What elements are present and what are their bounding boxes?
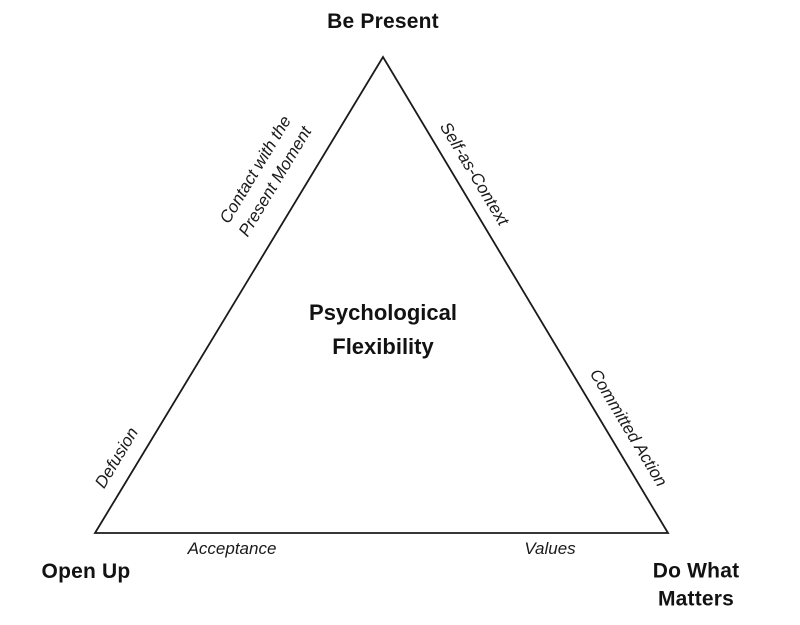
edge-label-acceptance: Acceptance <box>187 539 277 558</box>
center-label-line2: Flexibility <box>332 334 434 359</box>
edge-label-values: Values <box>524 539 576 558</box>
center-label-psychological-flexibility: Psychological Flexibility <box>309 296 457 364</box>
center-label-line1: Psychological <box>309 299 457 325</box>
vertex-label-open-up: Open Up <box>41 560 131 583</box>
vertex-label-be-present: Be Present <box>327 10 439 33</box>
triangle-edge-lines <box>93 55 670 534</box>
vertex-label-do-what-matters: Do What Matters <box>653 558 740 615</box>
vertex-label-do-what-matters-line2: Matters <box>657 588 735 611</box>
vertex-label-do-what-matters-line1: Do What <box>652 559 740 583</box>
